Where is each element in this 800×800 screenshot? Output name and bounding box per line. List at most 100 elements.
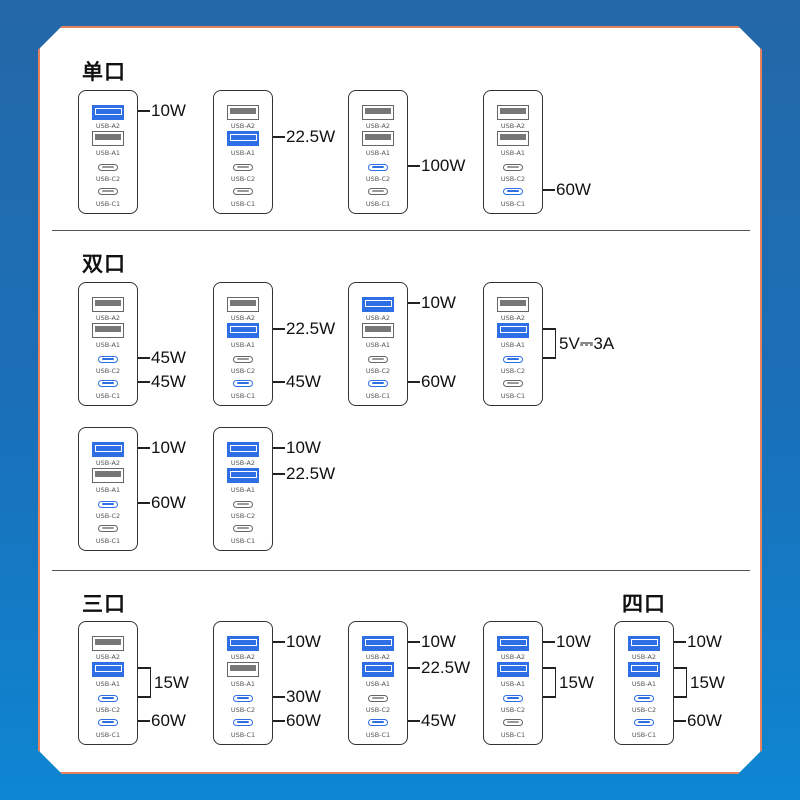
wattage-label: 10W	[286, 438, 321, 457]
port-label: USB-C1	[365, 200, 391, 208]
port-label: USB-A2	[365, 653, 391, 661]
usb-a-port-icon	[227, 131, 259, 146]
port-label: USB-C2	[95, 512, 121, 520]
usb-c-port-icon	[503, 188, 523, 195]
usb-c-port-icon	[503, 380, 523, 387]
bracket-line	[150, 667, 152, 698]
usb-c-port-icon	[368, 719, 388, 726]
port-label: USB-A2	[230, 653, 256, 661]
port-label: USB-A1	[631, 680, 657, 688]
connector-line	[273, 136, 285, 138]
connector-line	[674, 641, 686, 643]
wattage-label: 10W	[151, 438, 186, 457]
usb-c-port-icon	[233, 501, 253, 508]
port-label: USB-A2	[230, 122, 256, 130]
usb-a-port-icon	[497, 323, 529, 338]
divider	[52, 570, 750, 571]
usb-c-port-icon	[368, 188, 388, 195]
connector-line	[273, 696, 285, 698]
port-label: USB-A2	[365, 314, 391, 322]
usb-a-port-icon	[92, 297, 124, 312]
usb-a-port-icon	[227, 636, 259, 651]
usb-a-port-icon	[92, 636, 124, 651]
wattage-label: 60W	[421, 372, 456, 391]
usb-c-port-icon	[233, 380, 253, 387]
port-label: USB-C1	[95, 200, 121, 208]
usb-a-port-icon	[227, 323, 259, 338]
connector-line	[273, 447, 285, 449]
usb-c-port-icon	[503, 719, 523, 726]
bracket-wattage-label: 15W	[154, 672, 189, 692]
wattage-label: 60W	[286, 711, 321, 730]
port-label: USB-A2	[631, 653, 657, 661]
port-label: USB-C2	[500, 706, 526, 714]
wattage-label: 10W	[687, 632, 722, 651]
connector-line	[408, 667, 420, 669]
bracket-line	[138, 667, 151, 669]
port-label: USB-C1	[230, 537, 256, 545]
port-label: USB-A1	[95, 486, 121, 494]
bracket-wattage-label: 15W	[690, 672, 725, 692]
usb-a-port-icon	[92, 323, 124, 338]
port-label: USB-A2	[95, 314, 121, 322]
port-label: USB-A2	[500, 653, 526, 661]
usb-a-port-icon	[362, 131, 394, 146]
port-label: USB-C2	[500, 367, 526, 375]
wattage-label: 22.5W	[286, 127, 336, 146]
section-title-single: 单口	[82, 60, 126, 84]
usb-c-port-icon	[98, 188, 118, 195]
port-label: USB-A2	[500, 122, 526, 130]
port-label: USB-A1	[230, 149, 256, 157]
usb-c-port-icon	[233, 719, 253, 726]
bracket-line	[543, 357, 556, 359]
wattage-label: 22.5W	[286, 464, 336, 483]
port-label: USB-A1	[500, 680, 526, 688]
usb-c-port-icon	[634, 695, 654, 702]
usb-a-port-icon	[497, 131, 529, 146]
bracket-wattage-label: 5V⎓3A	[559, 333, 615, 353]
port-label: USB-A2	[230, 459, 256, 467]
port-label: USB-C1	[230, 200, 256, 208]
usb-c-port-icon	[98, 164, 118, 171]
port-label: USB-A1	[230, 680, 256, 688]
wattage-label: 45W	[151, 372, 186, 391]
usb-c-port-icon	[98, 525, 118, 532]
usb-c-port-icon	[233, 695, 253, 702]
port-label: USB-A1	[95, 341, 121, 349]
usb-c-port-icon	[503, 164, 523, 171]
port-label: USB-A1	[95, 149, 121, 157]
port-label: USB-A1	[230, 341, 256, 349]
wattage-label: 100W	[421, 156, 466, 175]
port-label: USB-A1	[365, 341, 391, 349]
usb-c-port-icon	[368, 356, 388, 363]
port-label: USB-A2	[95, 653, 121, 661]
port-label: USB-C2	[365, 175, 391, 183]
wattage-label: 10W	[556, 632, 591, 651]
usb-a-port-icon	[497, 105, 529, 120]
usb-a-port-icon	[227, 662, 259, 677]
port-label: USB-A2	[500, 314, 526, 322]
usb-a-port-icon	[227, 442, 259, 457]
usb-c-port-icon	[233, 525, 253, 532]
usb-a-port-icon	[92, 131, 124, 146]
usb-c-port-icon	[98, 356, 118, 363]
usb-c-port-icon	[503, 356, 523, 363]
usb-c-port-icon	[233, 356, 253, 363]
usb-c-port-icon	[368, 164, 388, 171]
bracket-line	[674, 667, 687, 669]
port-label: USB-C1	[95, 392, 121, 400]
usb-a-port-icon	[628, 636, 660, 651]
wattage-label: 45W	[421, 711, 456, 730]
usb-c-port-icon	[98, 501, 118, 508]
usb-a-port-icon	[362, 636, 394, 651]
connector-line	[273, 641, 285, 643]
usb-a-port-icon	[362, 662, 394, 677]
wattage-label: 45W	[286, 372, 321, 391]
connector-line	[543, 641, 555, 643]
port-label: USB-A1	[500, 149, 526, 157]
